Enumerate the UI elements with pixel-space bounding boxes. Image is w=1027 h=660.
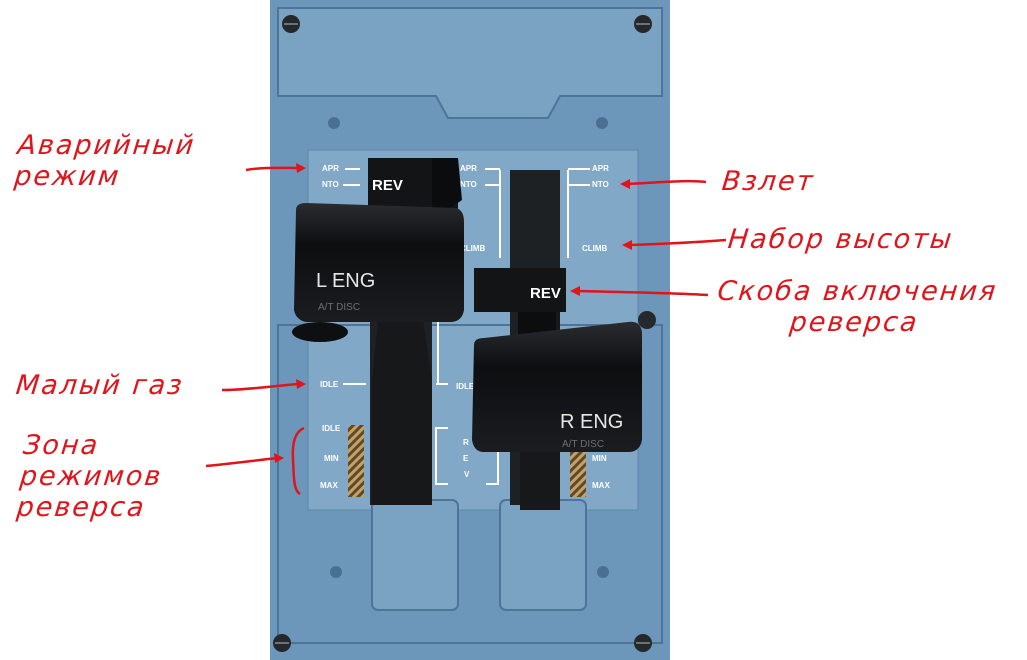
annotation-reverse-latch: Скоба включения реверса xyxy=(713,276,999,338)
screw-icon xyxy=(597,566,609,578)
annotation-idle: Малый газ xyxy=(14,370,186,401)
screw-icon xyxy=(638,311,656,329)
annotation-line: реверса xyxy=(788,307,921,338)
scale-mark-rev-idle: IDLE xyxy=(322,424,341,433)
right-engine-grip[interactable] xyxy=(472,321,642,452)
annotation-line: реверса xyxy=(15,492,148,523)
scale-mark-nto: NTO xyxy=(322,180,339,189)
scale-mark-rev-min: MIN xyxy=(592,454,607,463)
screw-icon xyxy=(330,566,342,578)
annotation-arrows xyxy=(205,163,727,496)
center-scale: APR NTO CLIMB IDLE R E V xyxy=(435,164,501,485)
screw-icon xyxy=(596,117,608,129)
left-engine-label: L ENG xyxy=(316,270,375,292)
left-thrust-lever[interactable]: REV L ENG A/T DISC xyxy=(292,158,464,505)
screw-icon xyxy=(328,117,340,129)
rev-letter: R xyxy=(463,438,469,447)
scale-mark-rev-max: MAX xyxy=(592,481,610,490)
right-rev-label: REV xyxy=(530,285,561,302)
left-rev-label: REV xyxy=(372,177,403,194)
annotation-emergency-mode: Аварийный режим xyxy=(13,130,197,192)
rev-letter: V xyxy=(464,470,470,479)
scale-mark-apr: APR xyxy=(322,164,339,173)
scale-mark-rev-max: MAX xyxy=(320,481,338,490)
reverse-zone-hatch xyxy=(348,425,364,497)
annotation-takeoff: Взлет xyxy=(720,166,817,197)
scale-mark-climb: CLIMB xyxy=(460,244,486,253)
scale-mark-apr: APR xyxy=(460,164,477,173)
annotation-line: режимов xyxy=(18,461,165,492)
annotation-line: режим xyxy=(12,161,123,192)
right-thrust-lever[interactable]: REV R ENG A/T DISC xyxy=(472,268,642,510)
annotation-line: Зона xyxy=(21,430,101,461)
scale-mark-rev-min: MIN xyxy=(324,454,339,463)
rev-letter: E xyxy=(463,454,469,463)
annotation-climb: Набор высоты xyxy=(726,224,956,255)
right-engine-label: R ENG xyxy=(560,411,623,433)
scale-mark-climb: CLIMB xyxy=(582,244,608,253)
left-scale: APR NTO IDLE IDLE MIN MAX xyxy=(320,164,366,497)
scale-mark-idle: IDLE xyxy=(456,382,475,391)
left-engine-grip[interactable] xyxy=(294,203,464,322)
screw-icon xyxy=(634,634,652,652)
screw-icon xyxy=(634,15,652,33)
scale-mark-nto: NTO xyxy=(592,180,609,189)
screw-icon xyxy=(282,15,300,33)
annotation-reverse-zone: Зона режимов реверса xyxy=(15,430,167,523)
left-at-disc-label: A/T DISC xyxy=(318,302,360,313)
right-at-disc-label: A/T DISC xyxy=(562,439,604,450)
scale-mark-nto: NTO xyxy=(460,180,477,189)
screw-icon xyxy=(273,634,291,652)
annotation-line: Аварийный xyxy=(16,130,197,161)
annotation-line: Скоба включения xyxy=(716,276,999,307)
scale-mark-idle: IDLE xyxy=(320,380,339,389)
scale-mark-apr: APR xyxy=(592,164,609,173)
right-rev-latch[interactable] xyxy=(474,268,566,312)
